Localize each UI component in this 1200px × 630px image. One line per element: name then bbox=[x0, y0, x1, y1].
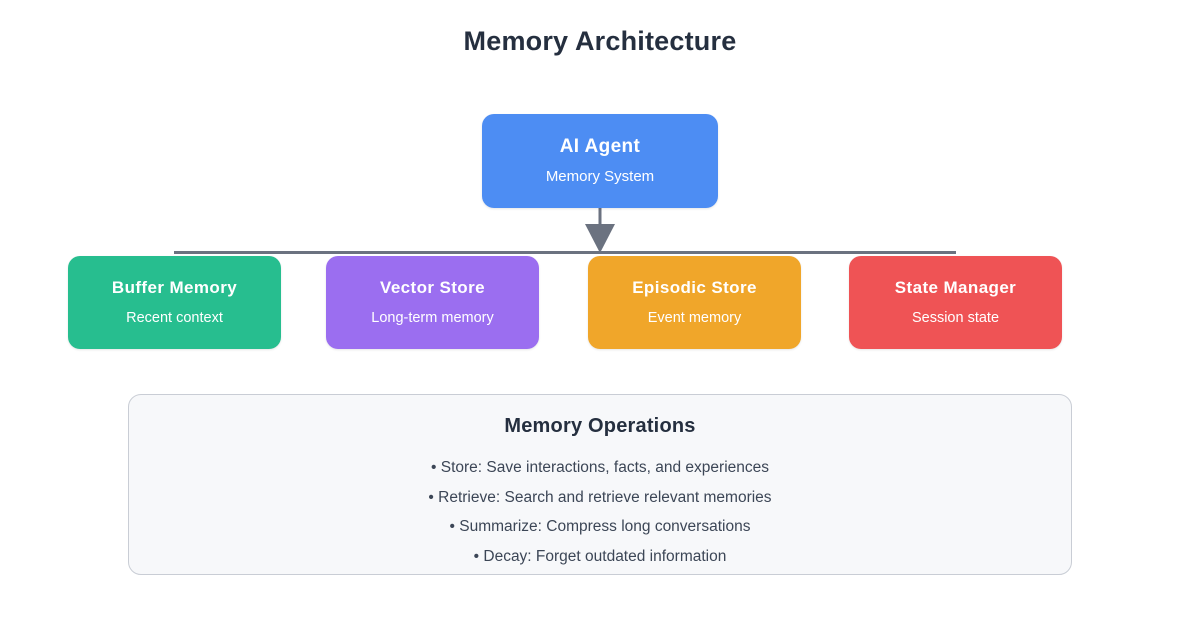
node-subtitle: Memory System bbox=[545, 168, 655, 186]
page-title: Memory Architecture bbox=[463, 26, 737, 56]
node-subtitle: Event memory bbox=[647, 309, 742, 326]
operations-title: Memory Operations bbox=[504, 415, 696, 437]
operations-list: • Store: Save interactions, facts, and e… bbox=[129, 453, 1071, 571]
operation-item: • Store: Save interactions, facts, and e… bbox=[431, 459, 769, 476]
node-title: State Manager bbox=[894, 278, 1017, 298]
memory-operations-panel: Memory Operations • Store: Save interact… bbox=[128, 394, 1072, 575]
node-title: Episodic Store bbox=[632, 278, 757, 298]
node-state-manager[interactable]: State Manager Session state bbox=[849, 256, 1062, 349]
node-subtitle: Session state bbox=[911, 309, 1000, 326]
node-title: AI Agent bbox=[559, 135, 641, 157]
node-buffer-memory[interactable]: Buffer Memory Recent context bbox=[68, 256, 281, 349]
node-episodic-store[interactable]: Episodic Store Event memory bbox=[588, 256, 801, 349]
node-vector-store[interactable]: Vector Store Long-term memory bbox=[326, 256, 539, 349]
node-subtitle: Recent context bbox=[126, 309, 223, 326]
node-ai-agent[interactable]: AI Agent Memory System bbox=[482, 114, 718, 208]
node-title: Vector Store bbox=[380, 278, 485, 298]
operation-item: • Retrieve: Search and retrieve relevant… bbox=[428, 488, 772, 506]
node-subtitle: Long-term memory bbox=[371, 309, 494, 326]
arrowhead-icon bbox=[585, 224, 615, 253]
node-title: Buffer Memory bbox=[111, 278, 238, 298]
operation-item: • Summarize: Compress long conversations bbox=[449, 518, 751, 535]
operation-item: • Decay: Forget outdated information bbox=[473, 547, 727, 565]
